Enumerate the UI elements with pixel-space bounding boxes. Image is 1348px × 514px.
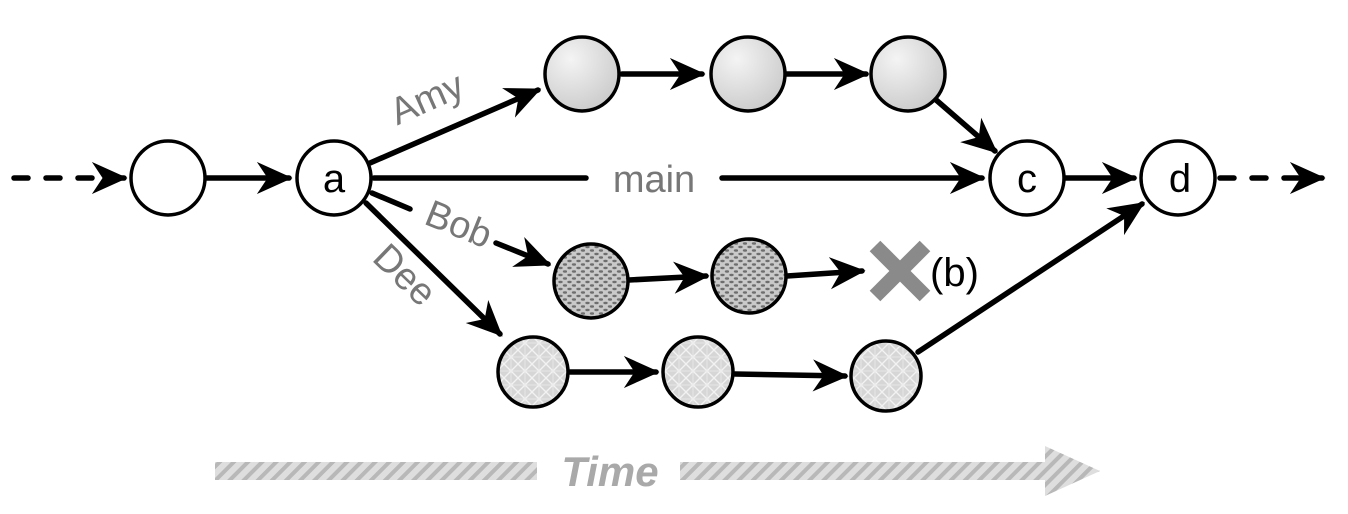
dee-commit-1 (496, 335, 570, 409)
node-d (1139, 139, 1217, 217)
edge-a-to-dee (363, 200, 503, 337)
branch-label-bob: Bob (419, 193, 497, 257)
node-d-label: d (1169, 157, 1191, 201)
branch-label-main: main (613, 159, 695, 201)
edge-a-to-bob-start (369, 190, 413, 212)
node-a-label: a (323, 157, 346, 201)
start-node (129, 139, 207, 217)
edge-bob2-to-discard (784, 257, 866, 290)
bob-commit-1 (552, 242, 630, 320)
discard-label: (b) (930, 251, 979, 295)
node-a (295, 139, 373, 217)
amy-commit-1 (543, 35, 621, 113)
time-label: Time (561, 448, 658, 495)
edges (11, 57, 1326, 392)
edge-amy3-to-c (932, 96, 998, 154)
edge-bob1-to-bob2 (626, 261, 710, 294)
node-c (988, 139, 1066, 217)
edge-a-to-bob-end (493, 237, 552, 267)
dee-commit-3 (849, 339, 923, 413)
bob-commit-2 (710, 237, 788, 315)
edge-a-to-amy (367, 87, 542, 166)
node-c-label: c (1017, 157, 1037, 201)
branch-label-dee: Dee (365, 236, 444, 315)
dee-commit-2 (661, 335, 735, 409)
nodes (129, 35, 1217, 413)
x-mark-icon (869, 240, 931, 302)
time-arrow-icon (215, 446, 1100, 496)
amy-commit-2 (709, 35, 787, 113)
amy-commit-3 (869, 35, 947, 113)
edge-dee3-to-d (915, 201, 1145, 355)
edge-dee2-to-dee3 (732, 359, 849, 392)
